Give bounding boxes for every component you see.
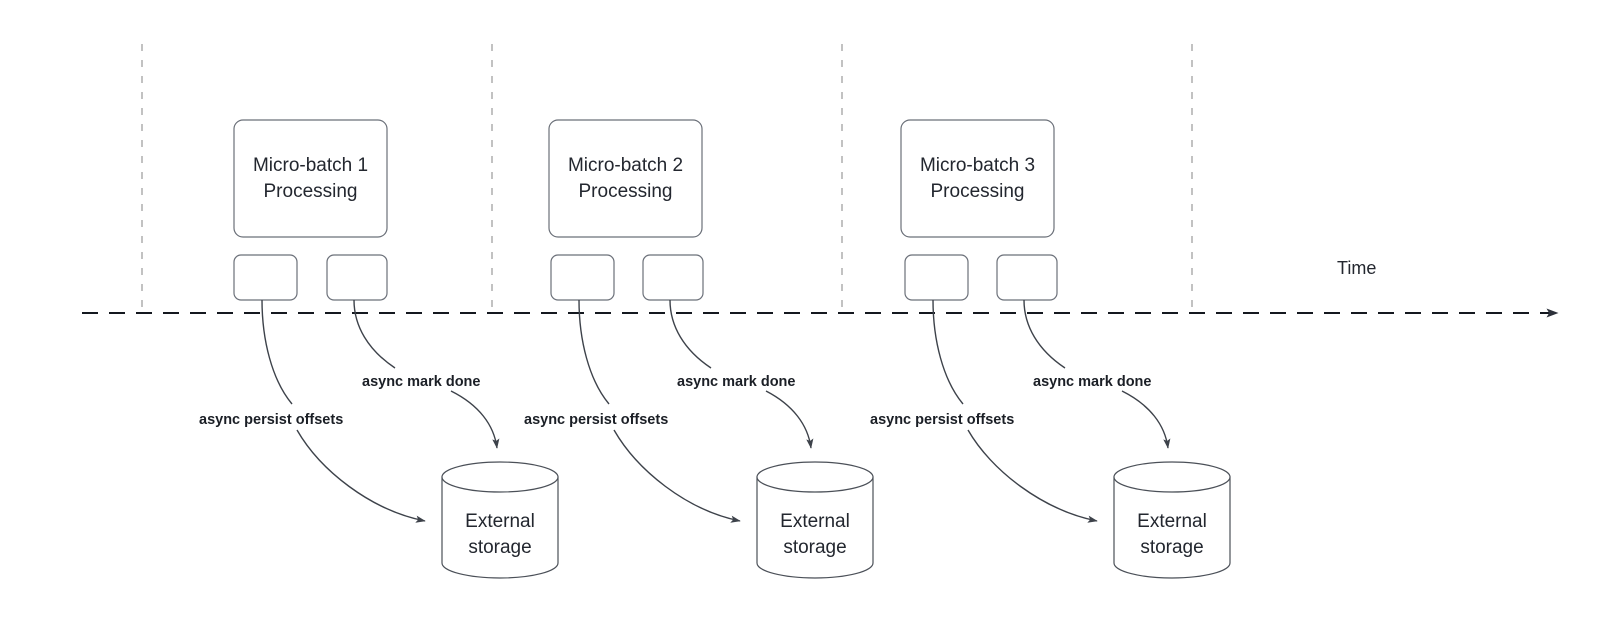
batch-1-mark-label: async mark done bbox=[362, 374, 480, 390]
batch-1-mark-connector-lower bbox=[450, 390, 500, 449]
storage-3-body bbox=[1113, 476, 1231, 579]
batch-1-persist-connector-lower bbox=[296, 429, 426, 523]
batch-2-mark-connector-lower bbox=[765, 390, 814, 449]
storage-3-line-1: External bbox=[1137, 511, 1207, 532]
storage-2-line-2: storage bbox=[783, 537, 846, 558]
batch-3-title-line-2: Processing bbox=[931, 181, 1025, 202]
batch-3-title-line-1: Micro-batch 3 bbox=[920, 155, 1035, 176]
batch-3-task-b-box[interactable] bbox=[996, 254, 1058, 301]
batch-3-persist-label: async persist offsets bbox=[870, 412, 1014, 428]
batch-1-title-line-2: Processing bbox=[264, 181, 358, 202]
batch-2-task-b-box[interactable] bbox=[642, 254, 704, 301]
batch-1-persist-label: async persist offsets bbox=[199, 412, 343, 428]
batch-2-title-line-2: Processing bbox=[579, 181, 673, 202]
storage-3-cylinder[interactable]: External storage bbox=[1113, 461, 1231, 579]
batch-3-mark-connector-lower bbox=[1121, 390, 1171, 449]
batch-2-mark-connector-upper bbox=[669, 299, 712, 369]
batch-2-persist-label: async persist offsets bbox=[524, 412, 668, 428]
storage-1-line-2: storage bbox=[468, 537, 531, 558]
batch-2-mark-label: async mark done bbox=[677, 374, 795, 390]
batch-group-2: Micro-batch 2 Processing async persist o… bbox=[524, 119, 874, 579]
storage-1-body bbox=[441, 476, 559, 579]
storage-2-body bbox=[756, 476, 874, 579]
batch-1-title-line-1: Micro-batch 1 bbox=[253, 155, 368, 176]
batch-2-persist-connector-upper bbox=[578, 299, 610, 405]
storage-1-cylinder[interactable]: External storage bbox=[441, 461, 559, 579]
batch-2-task-a-box[interactable] bbox=[550, 254, 615, 301]
batch-2-title-line-1: Micro-batch 2 bbox=[568, 155, 683, 176]
time-axis: Time bbox=[82, 258, 1559, 318]
batch-2-processing-box[interactable] bbox=[548, 119, 703, 238]
batch-1-processing-box[interactable] bbox=[233, 119, 388, 238]
storage-2-cylinder[interactable]: External storage bbox=[756, 461, 874, 579]
boundary-guides bbox=[141, 44, 1193, 312]
time-axis-label: Time bbox=[1337, 258, 1376, 278]
batch-3-processing-box[interactable] bbox=[900, 119, 1055, 238]
batch-3-task-a-box[interactable] bbox=[904, 254, 969, 301]
batch-3-persist-connector-lower bbox=[967, 429, 1098, 523]
batch-3-persist-connector-upper bbox=[932, 299, 964, 405]
storage-3-top bbox=[1113, 461, 1231, 493]
batch-1-mark-connector-upper bbox=[353, 299, 396, 369]
storage-2-top bbox=[756, 461, 874, 493]
batch-2-persist-connector-lower bbox=[613, 429, 741, 523]
storage-1-line-1: External bbox=[465, 511, 535, 532]
batch-group-1: Micro-batch 1 Processing async persist o… bbox=[199, 119, 559, 579]
batch-3-mark-label: async mark done bbox=[1033, 374, 1151, 390]
storage-3-line-2: storage bbox=[1140, 537, 1203, 558]
storage-1-top bbox=[441, 461, 559, 493]
storage-2-line-1: External bbox=[780, 511, 850, 532]
batch-3-mark-connector-upper bbox=[1023, 299, 1066, 369]
batch-group-3: Micro-batch 3 Processing async persist o… bbox=[870, 119, 1231, 579]
batch-1-task-b-box[interactable] bbox=[326, 254, 388, 301]
batch-1-task-a-box[interactable] bbox=[233, 254, 298, 301]
batch-1-persist-connector-upper bbox=[261, 299, 293, 405]
